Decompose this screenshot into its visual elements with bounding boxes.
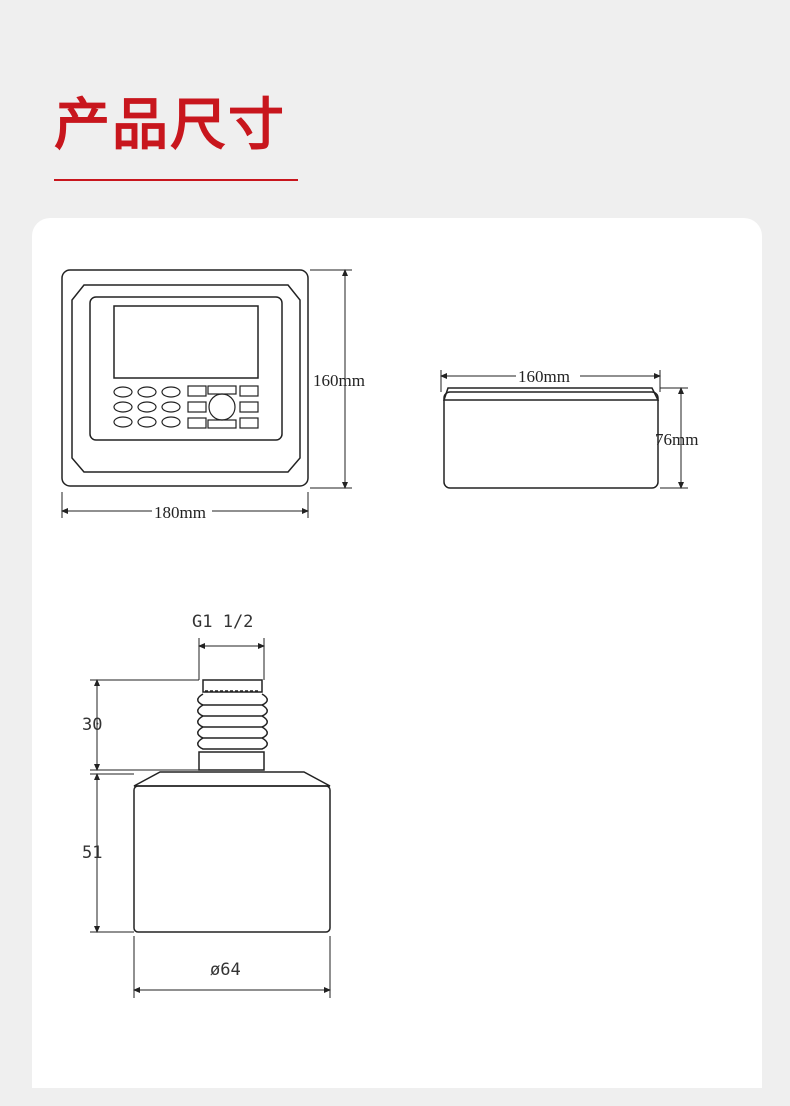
front-outer-frame bbox=[61, 269, 309, 487]
thread-length-label: 30 bbox=[82, 715, 102, 735]
sensor-shoulder bbox=[133, 771, 331, 787]
front-width-dimension bbox=[61, 492, 309, 518]
side-lid bbox=[442, 387, 660, 401]
thread-length-dimension bbox=[90, 679, 199, 771]
front-display-screen bbox=[113, 305, 259, 379]
side-height-dimension bbox=[660, 387, 688, 489]
side-height-label: 76mm bbox=[655, 430, 698, 449]
sensor-body bbox=[133, 679, 331, 933]
diameter-dimension bbox=[133, 936, 331, 998]
sensor-cylinder bbox=[133, 785, 331, 933]
side-body bbox=[443, 391, 659, 489]
sensor-neck bbox=[198, 751, 265, 771]
drawing-card bbox=[32, 218, 762, 1088]
front-width-label: 180mm bbox=[154, 503, 206, 522]
front-keypad bbox=[113, 385, 259, 429]
thread-label: G1 1/2 bbox=[192, 612, 253, 632]
side-view bbox=[442, 387, 660, 489]
front-bezel bbox=[71, 284, 301, 473]
side-width-label: 160mm bbox=[518, 367, 570, 386]
front-view bbox=[61, 269, 309, 487]
front-height-label: 160mm bbox=[313, 371, 365, 390]
body-height-dimension bbox=[90, 773, 134, 933]
thread-width-dimension bbox=[198, 638, 265, 680]
page-title: 产品尺寸 bbox=[54, 93, 286, 158]
front-height-dimension bbox=[310, 269, 352, 489]
diameter-label: ø64 bbox=[210, 960, 241, 980]
thread-coils bbox=[197, 693, 268, 750]
body-height-label: 51 bbox=[82, 843, 102, 863]
title-underline bbox=[54, 179, 298, 181]
front-panel bbox=[89, 296, 283, 441]
thread-top-band bbox=[202, 679, 263, 693]
